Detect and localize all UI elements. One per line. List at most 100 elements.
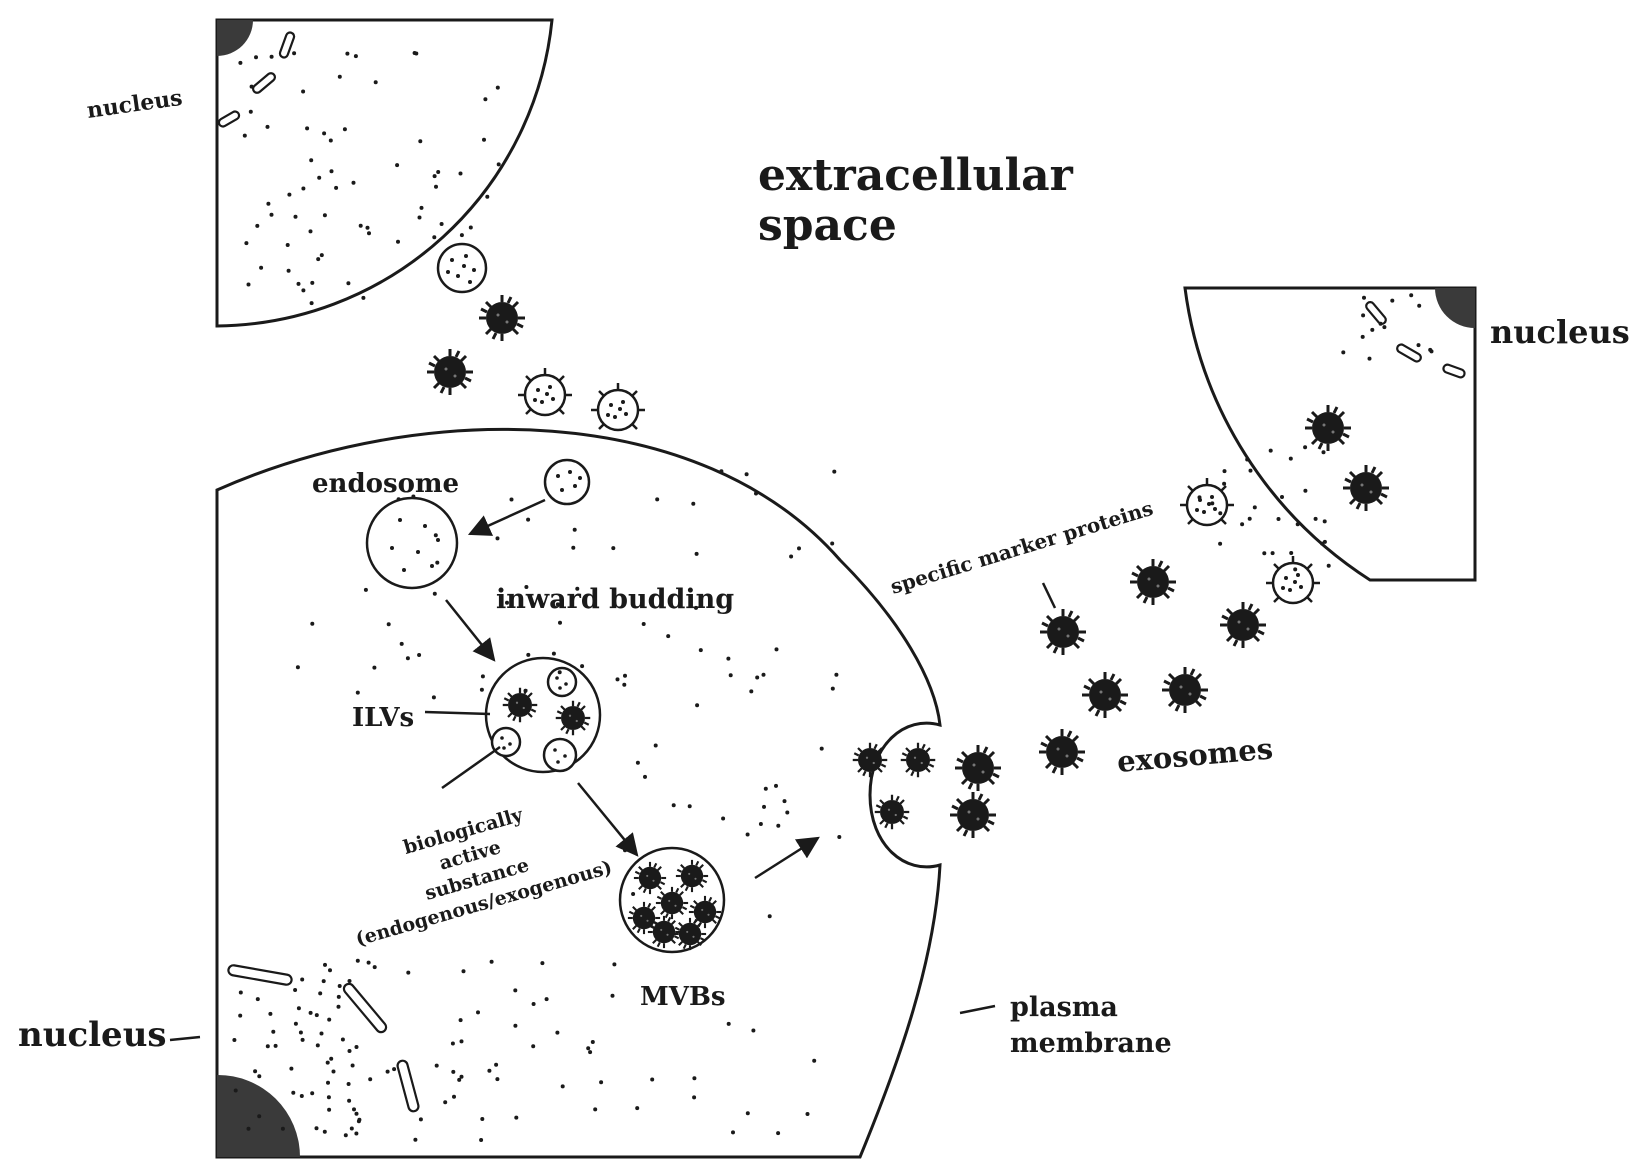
cytoplasm-dot xyxy=(352,1107,356,1112)
cytoplasm-dot xyxy=(349,1126,354,1131)
cytoplasm-dot xyxy=(432,591,437,596)
exosome-free-9 xyxy=(1128,557,1178,607)
cytoplasm-dot xyxy=(560,1084,565,1089)
main-cell-membrane xyxy=(215,427,942,1159)
cytoplasm-dot xyxy=(1210,501,1215,506)
cytoplasm-dot xyxy=(292,51,297,56)
cytoplasm-dot xyxy=(505,600,509,605)
cytoplasm-dot xyxy=(327,1017,332,1022)
cytoplasm-dot xyxy=(286,268,291,273)
cytoplasm-dot xyxy=(289,1066,294,1071)
cytoplasm-dot xyxy=(744,472,749,477)
cytoplasm-dot xyxy=(363,587,368,592)
cytoplasm-dot xyxy=(789,554,794,559)
cytoplasm-dot xyxy=(1245,457,1250,462)
cytoplasm-dot xyxy=(1288,456,1293,461)
mvb-with-ilvs xyxy=(484,656,602,774)
cytoplasm-dot xyxy=(526,652,531,657)
cytoplasm-dot xyxy=(1247,516,1252,521)
cytoplasm-dot xyxy=(298,1030,303,1035)
cytoplasm-dot xyxy=(432,174,437,179)
cytoplasm-dot xyxy=(468,225,473,230)
cytoplasm-dot xyxy=(318,991,323,996)
exosome-free-5 xyxy=(1037,727,1087,777)
cytoplasm-dot xyxy=(296,1006,301,1011)
cytoplasm-dot xyxy=(643,774,647,779)
cytoplasm-dot xyxy=(373,80,378,85)
cytoplasm-dot xyxy=(763,786,768,791)
cytoplasm-dot xyxy=(361,295,366,300)
cytoplasm-dot xyxy=(612,962,617,967)
cytoplasm-dot xyxy=(1303,488,1308,493)
pocket-exosome-3 xyxy=(873,793,911,831)
cytoplasm-dot xyxy=(431,695,436,700)
cytoplasm-dot xyxy=(322,213,327,218)
cytoplasm-dot xyxy=(524,585,529,589)
cytoplasm-dot xyxy=(346,281,351,286)
cytoplasm-dot xyxy=(317,175,322,180)
right-cell-organelles xyxy=(1365,301,1466,379)
cytoplasm-dot xyxy=(834,672,839,677)
cytoplasm-dot xyxy=(774,783,778,788)
cytoplasm-dot xyxy=(526,517,531,522)
cytoplasm-dot xyxy=(406,970,411,975)
cytoplasm-dot xyxy=(635,760,640,765)
cytoplasm-dot xyxy=(1390,298,1395,303)
cytoplasm-dot xyxy=(575,586,580,591)
cytoplasm-dot xyxy=(301,186,306,191)
cytoplasm-dot xyxy=(514,1115,519,1120)
cytoplasm-dot xyxy=(358,223,363,228)
cytoplasm-dot xyxy=(531,1044,536,1049)
cytoplasm-dot xyxy=(461,969,466,974)
label-mvbs: MVBs xyxy=(640,982,726,1012)
exosome-free-8 xyxy=(1038,607,1088,657)
cytoplasm-dot xyxy=(1295,522,1300,527)
cytoplasm-dot xyxy=(269,212,274,217)
cytoplasm-dot xyxy=(372,665,377,670)
cytoplasm-dot xyxy=(797,546,801,551)
cytoplasm-dot xyxy=(296,281,301,286)
cytoplasm-dot xyxy=(1417,303,1422,308)
cytoplasm-dot xyxy=(1378,321,1383,326)
cytoplasm-dot xyxy=(367,231,371,236)
label-nucleus-top-left: nucleus xyxy=(85,85,184,124)
cytoplasm-dot xyxy=(356,1119,361,1124)
exosome-free-3 xyxy=(953,743,1003,793)
cytoplasm-dot xyxy=(353,54,358,59)
cytoplasm-dot xyxy=(342,127,347,132)
cytoplasm-dot xyxy=(726,656,731,661)
cytoplasm-dot xyxy=(1341,350,1346,355)
cytoplasm-dot xyxy=(354,1045,359,1049)
cytoplasm-dot xyxy=(495,85,500,90)
cytoplasm-dot xyxy=(432,235,437,240)
cytoplasm-dot xyxy=(487,1068,492,1073)
cytoplasm-dot xyxy=(1367,356,1372,361)
label-extracellular-line2: space xyxy=(758,200,897,251)
cytoplasm-dot xyxy=(459,1074,464,1079)
cytoplasm-dot xyxy=(331,1069,336,1074)
cytoplasm-dot xyxy=(414,51,419,56)
cytoplasm-dot xyxy=(782,799,787,804)
cytoplasm-dot xyxy=(300,977,305,982)
cytoplasm-dot xyxy=(819,746,824,751)
bottom-nucleus-leader-line xyxy=(169,1035,201,1042)
cytoplasm-dot xyxy=(257,1074,262,1079)
cytoplasm-dot xyxy=(1428,347,1433,352)
cytoplasm-dot xyxy=(301,288,306,293)
cytoplasm-dot xyxy=(253,1069,258,1074)
cytoplasm-dot xyxy=(392,1067,397,1072)
cytoplasm-dot xyxy=(1197,495,1202,500)
cytoplasm-dot xyxy=(372,965,377,970)
cytoplasm-dot xyxy=(259,265,264,270)
cytoplasm-dot xyxy=(238,990,243,995)
cytoplasm-dot xyxy=(719,469,724,474)
cytoplasm-dot xyxy=(439,222,444,226)
cytoplasm-dot xyxy=(314,1126,319,1131)
cytoplasm-dot xyxy=(1248,468,1253,473)
cytoplasm-dot xyxy=(1370,327,1375,332)
cytoplasm-dot xyxy=(310,621,315,626)
label-nucleus-right: nucleus xyxy=(1490,313,1630,351)
cytoplasm-dot xyxy=(671,803,676,808)
cytoplasm-dot xyxy=(354,1111,359,1116)
